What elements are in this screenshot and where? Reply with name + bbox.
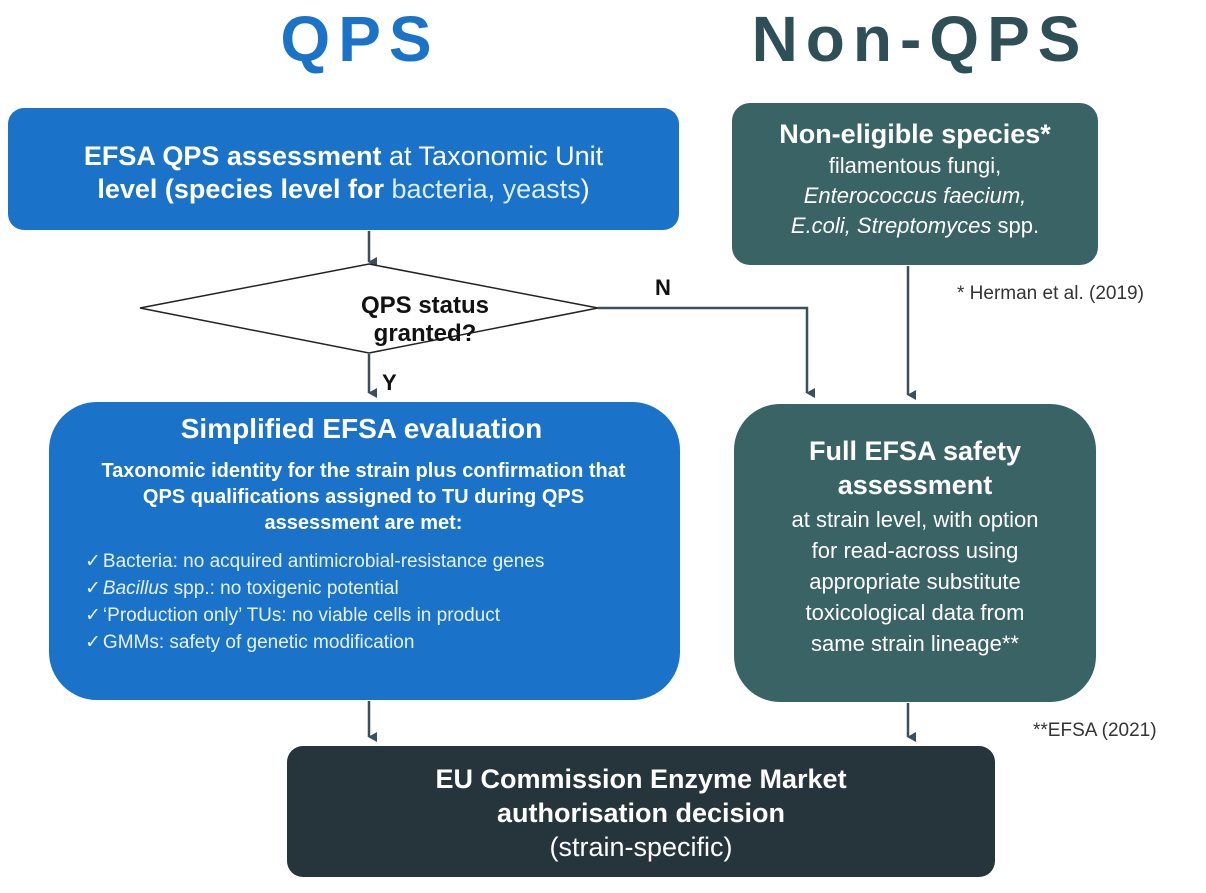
check-item: ✓Bacteria: no acquired antimicrobial-res… [85,548,656,575]
non-eligible-line2: Enterococcus faecium, [803,183,1027,208]
non-eligible-species-box: Non-eligible species* filamentous fungi,… [732,103,1098,265]
check-item-text: GMMs: safety of genetic modification [102,632,415,653]
reference-efsa: **EFSA (2021) [1033,720,1157,741]
non-eligible-title: Non-eligible species* [779,119,1051,149]
check-item: ✓‘Production only’ TUs: no viable cells … [85,602,656,629]
full-safety-assessment-box: Full EFSA safety assessment at strain lev… [734,404,1096,702]
efsa-qps-assessment-box: EFSA QPS assessment at Taxonomic Unit le… [8,108,679,230]
check-item-text: ‘Production only’ TUs: no viable cells i… [102,605,501,626]
eu-line1: EU Commission Enzyme Market [435,764,847,794]
eu-line2: authorisation decision [496,798,786,828]
full-title-line1: Full EFSA safety [808,436,1022,466]
check-icon: ✓ [85,605,101,626]
arrow-decision-no [598,306,815,398]
efsa-qps-text1: at Taxonomic Unit [381,141,604,171]
check-item-text: spp.: no toxigenic potential [168,578,399,599]
check-icon: ✓ [85,632,101,653]
decision-label: QPS status granted? [325,292,525,348]
full-line: toxicological data from [805,600,1025,625]
non-qps-heading: Non-QPS [751,3,1089,75]
full-assessment-title: Full EFSA safety assessment [734,434,1096,502]
check-item-text: Bacteria: no acquired antimicrobial-resi… [102,551,545,572]
efsa-qps-light: bacteria, yeasts [384,174,581,204]
simplified-intro: Taxonomic identity for the strain plus c… [101,460,626,534]
simplified-evaluation-box: Simplified EFSA evaluation Taxonomic ide… [49,402,680,700]
decision-line2: granted? [373,320,477,347]
full-line: at strain level, with option [791,507,1039,532]
qps-heading: QPS [280,3,440,75]
check-icon: ✓ [85,578,101,599]
full-line: same strain lineage** [811,631,1019,656]
efsa-qps-close: ) [580,174,590,204]
decision-diamond [139,263,599,354]
check-item: ✓GMMs: safety of genetic modification [85,629,656,656]
full-line: appropriate substitute [809,569,1021,594]
check-item-italic: Bacillus [102,578,169,599]
efsa-qps-bold1: EFSA QPS assessment [83,141,382,171]
check-item: ✓Bacillus spp.: no toxigenic potential [85,575,656,602]
check-icon: ✓ [85,551,101,572]
non-eligible-line3-italic: E.coli, Streptomyces [790,213,992,238]
decision-line1: QPS status [360,292,490,319]
reference-herman: * Herman et al. (2019) [957,283,1144,304]
branch-yes-label: Y [382,370,397,395]
non-eligible-line1: filamentous fungi, [828,153,1002,178]
non-eligible-line3-rest: spp. [991,213,1040,238]
efsa-qps-bold2: level (species level for [97,174,385,204]
eu-authorisation-box: EU Commission Enzyme Market authorisatio… [287,746,995,877]
full-title-line2: assessment [837,470,993,500]
simplified-title: Simplified EFSA evaluation [180,413,543,444]
eu-line3: (strain-specific) [549,832,733,862]
branch-no-label: N [655,275,671,300]
full-line: for read-across using [811,538,1019,563]
